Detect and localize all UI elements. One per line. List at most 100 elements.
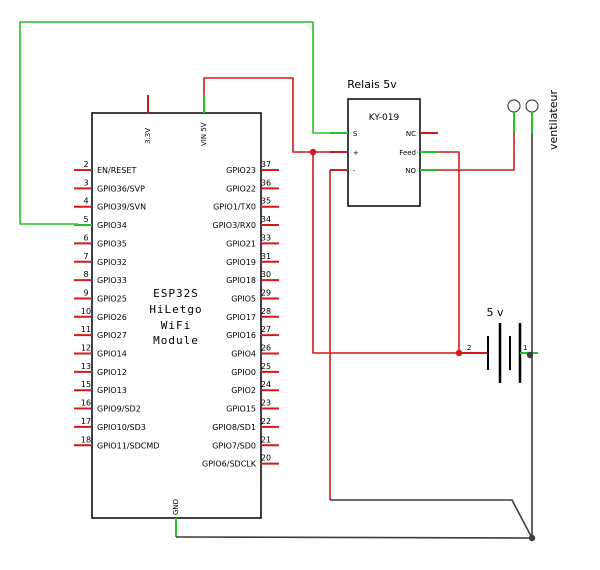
- right-pin-number: 26: [261, 344, 271, 353]
- pin-vin5v-label: VIN 5V: [200, 122, 208, 146]
- right-pin-number: 22: [261, 417, 271, 426]
- left-pin-number: 7: [83, 252, 88, 261]
- pin-3v3-label: 3.3V: [144, 128, 152, 144]
- right-pin-label: GPIO16: [226, 331, 256, 340]
- right-pin-number: 29: [261, 288, 271, 297]
- right-pin-label: GPIO8/SD1: [212, 423, 256, 432]
- right-pin-label: GPIO2: [231, 386, 256, 395]
- left-pin-label: GPIO12: [97, 368, 127, 377]
- junction-battery-neg: [455, 349, 463, 357]
- left-pin-number: 18: [81, 435, 91, 444]
- right-pin-label: GPIO0: [231, 368, 256, 377]
- right-pin-label: GPIO7/SD0: [212, 441, 256, 450]
- relay-pin-nc-label: NC: [406, 130, 416, 138]
- right-pin-number: 27: [261, 325, 271, 334]
- left-pin-number: 3: [83, 178, 88, 187]
- wire-gpio34-to-relay-s: [19, 21, 330, 225]
- left-pin-number: 9: [83, 288, 88, 297]
- left-pin-label: GPIO11/SDCMD: [97, 441, 159, 450]
- module-line-2: HiLetgo: [149, 303, 202, 316]
- module-line-1: ESP32S: [153, 287, 199, 300]
- esp32-module: 2EN/RESET3GPIO36/SVP4GPIO39/SVN5GPIO346G…: [74, 95, 279, 537]
- left-pin-number: 10: [81, 307, 91, 316]
- left-pin-label: GPIO36/SVP: [97, 184, 145, 193]
- battery-title: 5 v: [486, 306, 503, 319]
- fan-terminal-2: [525, 99, 539, 113]
- left-pin-label: GPIO9/SD2: [97, 405, 141, 414]
- left-pin-number: 2: [83, 160, 88, 169]
- right-pin-label: GPIO5: [231, 294, 256, 303]
- left-pin-number: 15: [81, 380, 91, 389]
- relay-pin-plus-label: +: [353, 149, 359, 157]
- left-pin-label: GPIO25: [97, 294, 127, 303]
- right-pin-label: GPIO22: [226, 184, 256, 193]
- left-pin-label: GPIO34: [97, 221, 127, 230]
- left-pin-label: GPIO39/SVN: [97, 203, 146, 212]
- left-pin-label: GPIO26: [97, 313, 127, 322]
- battery: 5 v 2 1: [460, 306, 538, 383]
- left-pin-label: GPIO27: [97, 331, 127, 340]
- relay-pin-feed-label: Feed: [399, 149, 416, 157]
- module-line-4: Module: [153, 334, 199, 347]
- left-pin-number: 16: [81, 399, 91, 408]
- right-pin-label: GPIO18: [226, 276, 256, 285]
- fan-label: ventilateur: [547, 90, 560, 150]
- right-pin-label: GPIO15: [226, 405, 256, 414]
- right-pin-number: 36: [261, 178, 271, 187]
- left-pin-label: EN/RESET: [97, 166, 136, 175]
- junction-battery-pos: [526, 351, 534, 359]
- right-pin-label: GPIO17: [226, 313, 256, 322]
- wire-no-to-fan: [438, 133, 515, 171]
- left-pin-number: 12: [81, 344, 91, 353]
- left-pin-number: 4: [83, 197, 88, 206]
- left-pin-label: GPIO35: [97, 239, 127, 248]
- left-pin-label: GPIO13: [97, 386, 127, 395]
- right-pin-number: 30: [261, 270, 271, 279]
- wires: [19, 21, 533, 539]
- right-pin-label: GPIO3/RX0: [212, 221, 256, 230]
- right-pin-label: GPIO23: [226, 166, 256, 175]
- left-pin-label: GPIO32: [97, 258, 127, 267]
- left-pin-label: GPIO14: [97, 350, 127, 359]
- relay-pin-s-label: S: [353, 130, 358, 138]
- wire-relay-plus-to-battery: [312, 152, 460, 354]
- right-pin-number: 37: [261, 160, 271, 169]
- relay-pin-minus-label: -: [353, 167, 356, 175]
- right-pin-number: 34: [261, 215, 271, 224]
- left-pin-label: GPIO33: [97, 276, 127, 285]
- right-pin-number: 23: [261, 399, 271, 408]
- right-pin-number: 21: [261, 435, 271, 444]
- junction-gnd: [528, 534, 536, 542]
- right-pin-label: GPIO1/TX0: [213, 203, 256, 212]
- pin-gnd-label: GND: [172, 499, 180, 515]
- right-pin-number: 28: [261, 307, 271, 316]
- left-pin-number: 6: [83, 233, 88, 242]
- right-pin-number: 24: [261, 380, 271, 389]
- right-pin-number: 35: [261, 197, 271, 206]
- esp32-body: [91, 112, 262, 519]
- left-pin-number: 11: [81, 325, 91, 334]
- fan-terminal-1: [507, 99, 521, 113]
- battery-pin-pos-label: 1: [523, 344, 527, 352]
- relay-pin-no-label: NO: [405, 167, 416, 175]
- left-pin-number: 17: [81, 417, 91, 426]
- fan-connector: ventilateur: [507, 90, 560, 150]
- junction-relay-plus: [309, 148, 317, 156]
- right-pin-label: GPIO6/SDCLK: [202, 460, 257, 469]
- relay-body: [347, 98, 421, 207]
- relay-model: KY-019: [369, 113, 400, 123]
- right-pin-label: GPIO21: [226, 239, 256, 248]
- battery-pin-neg-label: 2: [467, 344, 471, 352]
- right-pin-number: 20: [261, 454, 271, 463]
- relay-module: Relais 5v KY-019 S + - NC Feed NO: [330, 78, 438, 207]
- right-pin-label: GPIO4: [231, 350, 256, 359]
- wire-esp-gnd: [175, 536, 533, 539]
- right-pin-number: 25: [261, 362, 271, 371]
- right-pin-number: 31: [261, 252, 271, 261]
- esp32-left-pins: 2EN/RESET3GPIO36/SVP4GPIO39/SVN5GPIO346G…: [74, 160, 159, 450]
- wire-vin-to-relay-plus: [203, 77, 330, 153]
- left-pin-label: GPIO10/SD3: [97, 423, 146, 432]
- right-pin-number: 33: [261, 233, 271, 242]
